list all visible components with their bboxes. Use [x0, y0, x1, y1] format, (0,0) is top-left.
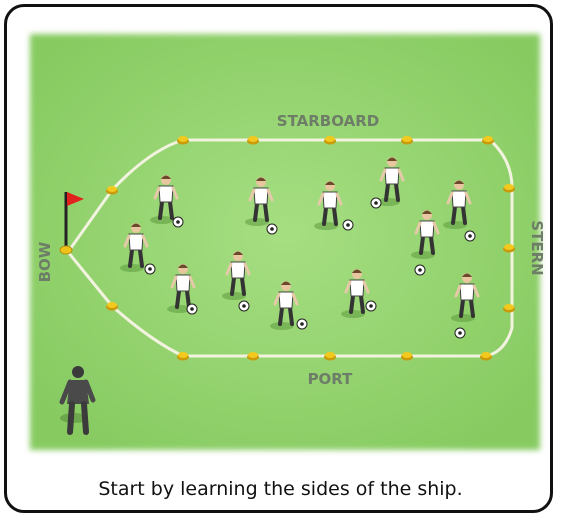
cone-icon — [106, 302, 118, 311]
pitch — [30, 34, 540, 450]
cone-icon — [177, 136, 189, 145]
player-icon — [411, 210, 440, 259]
ball-icon — [414, 264, 426, 276]
label-port: PORT — [308, 370, 354, 388]
cone-icon — [177, 352, 189, 361]
ball-icon — [144, 263, 156, 275]
coach-icon — [59, 366, 96, 435]
cone-icon — [503, 184, 515, 193]
cone-icon — [503, 244, 515, 253]
player-icon — [443, 180, 472, 229]
cone-icon — [482, 136, 494, 145]
ball-icon — [454, 327, 466, 339]
label-stern: STERN — [528, 220, 546, 275]
ball-icon — [172, 216, 184, 228]
ball-icon — [464, 230, 476, 242]
player-icon — [314, 181, 343, 230]
player-icon — [222, 251, 251, 300]
ball-icon — [342, 219, 354, 231]
ball-icon — [365, 300, 377, 312]
cone-icon — [480, 352, 492, 361]
ball-icon — [296, 318, 308, 330]
player-icon — [376, 157, 405, 206]
player-icon — [120, 223, 149, 272]
ball-icon — [370, 197, 382, 209]
cone-icon — [247, 136, 259, 145]
cones — [106, 136, 515, 361]
ball-icon — [266, 223, 278, 235]
player-icon — [245, 177, 274, 226]
cone-icon — [401, 352, 413, 361]
cone-icon — [324, 352, 336, 361]
cone-icon — [503, 304, 515, 313]
cone-icon — [324, 136, 336, 145]
flag-icon — [59, 192, 84, 255]
ball-icon — [186, 303, 198, 315]
ball-icon — [238, 300, 250, 312]
cone-icon — [247, 352, 259, 361]
player-icon — [270, 281, 299, 330]
players — [120, 157, 480, 339]
caption: Start by learning the sides of the ship. — [98, 478, 463, 500]
label-starboard: STARBOARD — [277, 112, 379, 130]
cone-icon — [106, 186, 118, 195]
player-icon — [341, 269, 370, 318]
player-icon — [150, 175, 179, 224]
cone-icon — [401, 136, 413, 145]
player-icon — [167, 264, 196, 313]
player-icon — [451, 273, 480, 322]
label-bow: BOW — [36, 241, 54, 282]
